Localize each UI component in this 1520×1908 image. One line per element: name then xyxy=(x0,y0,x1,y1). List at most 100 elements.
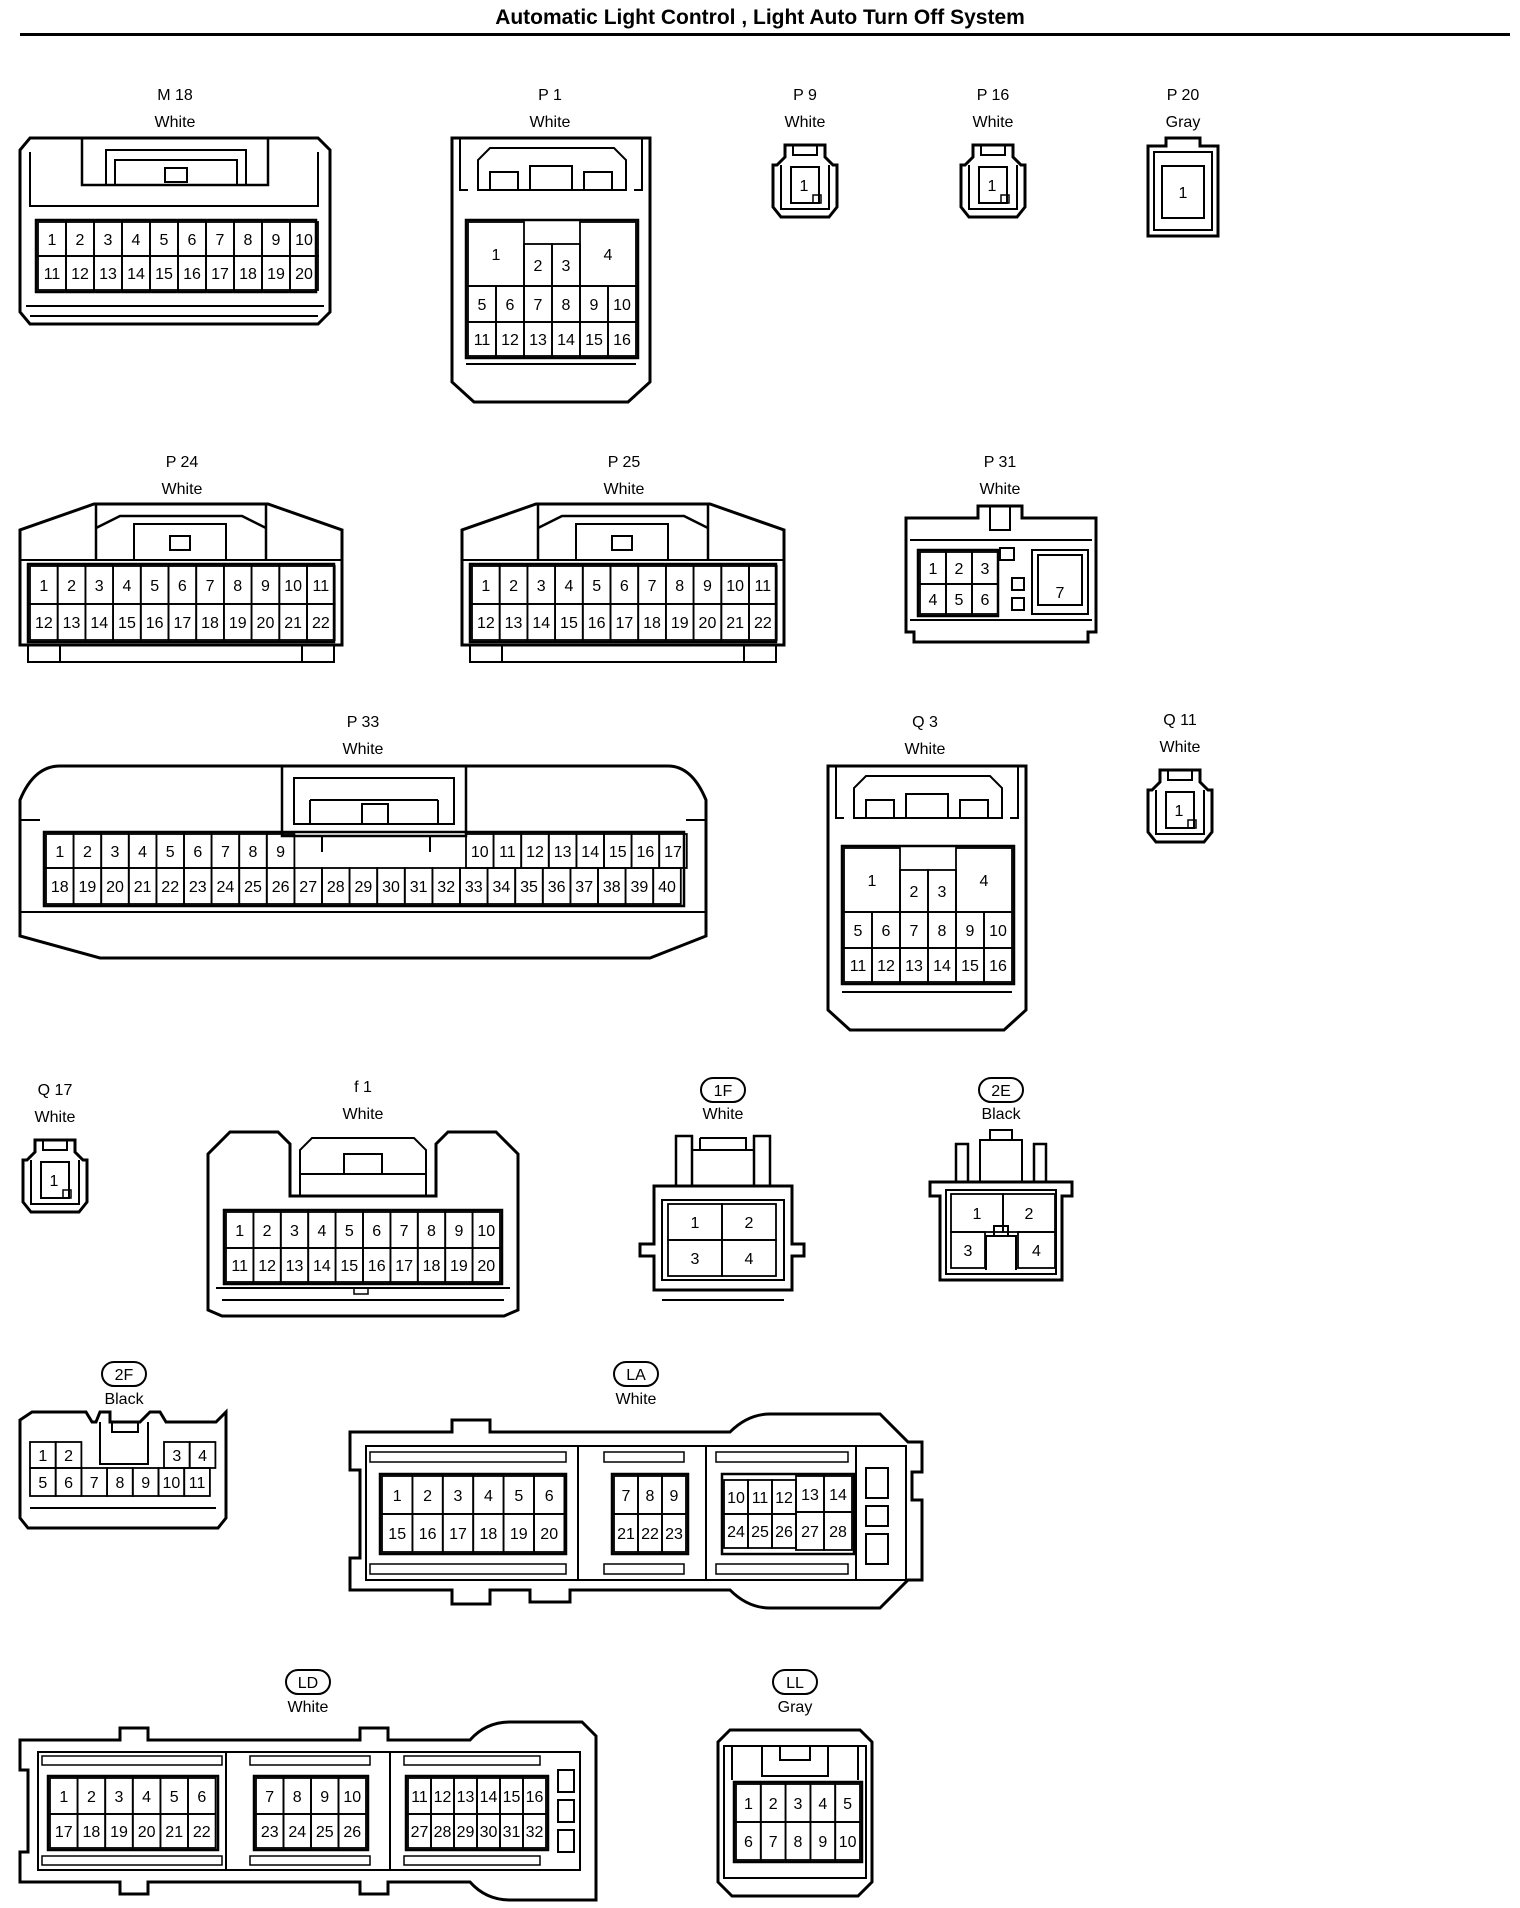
pin-label: 10 xyxy=(477,1223,495,1240)
pin-label: 32 xyxy=(437,879,455,896)
pin-label: 11 xyxy=(499,844,516,861)
pin-label: 3 xyxy=(290,1223,299,1240)
pin-label: 13 xyxy=(801,1487,819,1504)
pin-label: 11 xyxy=(231,1258,248,1275)
pin-cell xyxy=(337,1813,367,1849)
pin-label: 3 xyxy=(794,1796,803,1813)
pin-label: 31 xyxy=(410,879,428,896)
pin-label: 24 xyxy=(288,1824,306,1841)
connector-code: LL xyxy=(786,1675,804,1692)
pin-label: 3 xyxy=(454,1488,463,1505)
pin-label: 6 xyxy=(64,1475,73,1492)
pin-label: 12 xyxy=(877,958,895,975)
connector-code: P 24 xyxy=(166,454,199,471)
pin-label: 2 xyxy=(534,258,543,275)
pin-label: 5 xyxy=(170,1789,179,1806)
pin-label: 11 xyxy=(755,578,772,595)
pin-cell xyxy=(950,1231,986,1269)
pin-label: 6 xyxy=(506,297,515,314)
pin-label: 22 xyxy=(754,615,772,632)
pin-cell xyxy=(721,1239,777,1277)
pin-label: 19 xyxy=(671,615,689,632)
connector-badge xyxy=(613,1361,659,1387)
pin-label: 9 xyxy=(141,1475,150,1492)
pin-label: 4 xyxy=(138,844,147,861)
pin-label: 29 xyxy=(355,879,373,896)
pin-label: 4 xyxy=(745,1251,754,1268)
pin-label: 4 xyxy=(317,1223,326,1240)
pin-label: 14 xyxy=(532,615,550,632)
pin-label: 15 xyxy=(503,1789,521,1806)
pin-label: 2 xyxy=(509,578,518,595)
pin-label: 2 xyxy=(83,844,92,861)
pin-label: 12 xyxy=(71,266,89,283)
pin-label: 32 xyxy=(526,1824,544,1841)
pin-label: 4 xyxy=(818,1796,827,1813)
pin-label: 7 xyxy=(400,1223,409,1240)
pin-label: 21 xyxy=(134,879,152,896)
pin-label: 10 xyxy=(839,1834,857,1851)
pin-label: 7 xyxy=(1056,585,1065,602)
pin-label: 27 xyxy=(299,879,317,896)
pin-label: 25 xyxy=(244,879,262,896)
pin-label: 10 xyxy=(727,1490,745,1507)
connector-color: White xyxy=(288,1699,329,1716)
pin-label: 39 xyxy=(631,879,649,896)
pin-cell xyxy=(533,1513,566,1553)
pin-label: 8 xyxy=(293,1789,302,1806)
pin-label: 6 xyxy=(193,844,202,861)
pin-label: 11 xyxy=(752,1490,769,1507)
pin-label: 7 xyxy=(216,232,225,249)
pin-label: 5 xyxy=(345,1223,354,1240)
pin-label: 14 xyxy=(557,332,575,349)
pin-label: 1 xyxy=(481,578,490,595)
pin-label: 12 xyxy=(434,1789,452,1806)
connector-code: 2F xyxy=(115,1367,134,1384)
pin-label: 28 xyxy=(434,1824,452,1841)
pin-label: 2 xyxy=(263,1223,272,1240)
pin-label: 7 xyxy=(265,1789,274,1806)
pin-label: 22 xyxy=(641,1526,659,1543)
connector-color: White xyxy=(905,741,946,758)
pin-label: 21 xyxy=(726,615,744,632)
pin-label: 1 xyxy=(973,1206,982,1223)
pin-label: 29 xyxy=(457,1824,475,1841)
connector-color: Black xyxy=(981,1106,1021,1123)
pin-label: 8 xyxy=(427,1223,436,1240)
pin-label: 26 xyxy=(272,879,290,896)
pin-label: 15 xyxy=(155,266,173,283)
pin-label: 16 xyxy=(368,1258,386,1275)
pin-label: 18 xyxy=(480,1526,498,1543)
pin-label: 17 xyxy=(395,1258,413,1275)
pin-label: 6 xyxy=(744,1834,753,1851)
pin-label: 1 xyxy=(868,873,877,890)
pin-label: 15 xyxy=(340,1258,358,1275)
pin-label: 15 xyxy=(388,1526,406,1543)
pin-label: 6 xyxy=(178,578,187,595)
pin-label: 14 xyxy=(127,266,145,283)
pin-label: 7 xyxy=(534,297,543,314)
pin-label: 12 xyxy=(35,615,53,632)
connector-p20: P 20 Gray 1 xyxy=(1146,87,1220,238)
pin-label: 5 xyxy=(150,578,159,595)
pin-label: 23 xyxy=(189,879,207,896)
connector-code: 1F xyxy=(714,1083,733,1100)
pin-label: 3 xyxy=(537,578,546,595)
pin-label: 2 xyxy=(769,1796,778,1813)
pin-label: 16 xyxy=(419,1526,437,1543)
connector-color: White xyxy=(343,741,384,758)
connector-code: P 16 xyxy=(977,87,1010,104)
pin-label: 5 xyxy=(160,232,169,249)
pin-label: 7 xyxy=(221,844,230,861)
connector-code: P 1 xyxy=(538,87,562,104)
pin-label: 40 xyxy=(658,879,676,896)
pin-label: 14 xyxy=(581,844,599,861)
pin-label: 2 xyxy=(745,1215,754,1232)
